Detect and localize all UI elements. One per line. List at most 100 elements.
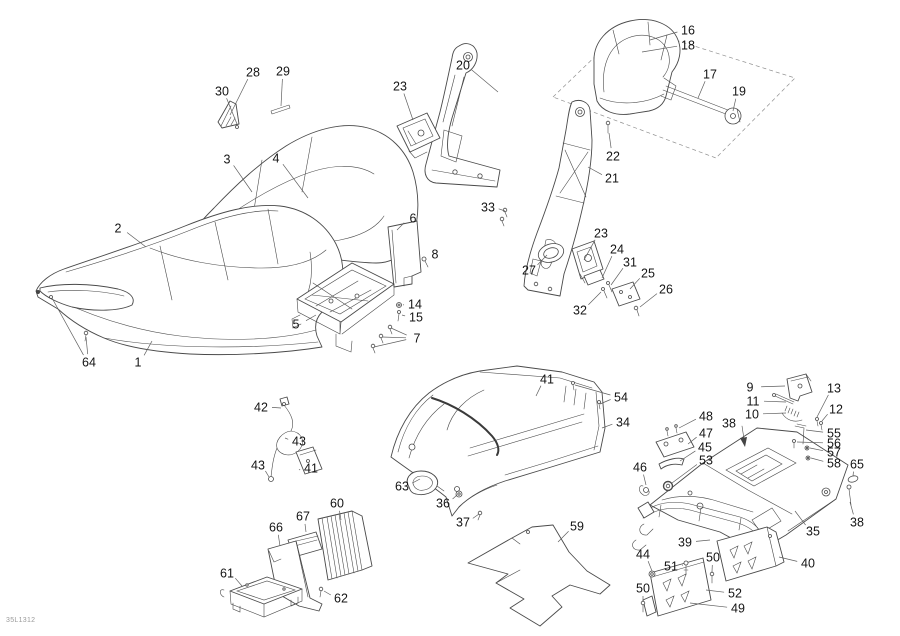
callout-24-19: 24 bbox=[610, 243, 624, 257]
small-hardware-right-segment-segment bbox=[847, 475, 859, 483]
mid-fasteners-segment bbox=[572, 384, 575, 391]
leader-line-55 bbox=[805, 429, 824, 433]
leader-line-59 bbox=[557, 530, 569, 543]
leader-line-16 bbox=[649, 31, 678, 41]
tunnel-base-segment bbox=[504, 445, 599, 476]
alignment-dashed-outline bbox=[552, 24, 796, 159]
release-latch-cluster-segment bbox=[633, 305, 639, 311]
callout-26-22: 26 bbox=[659, 283, 673, 297]
callout-63-37: 63 bbox=[395, 480, 409, 494]
latch-bracket-top-segment bbox=[417, 129, 425, 137]
small-hardware-right-segment bbox=[666, 430, 669, 437]
mid-fasteners-segment bbox=[499, 216, 505, 222]
callout-9-41: 9 bbox=[747, 381, 754, 395]
leader-line-13 bbox=[816, 394, 829, 418]
callout-23-3: 23 bbox=[393, 80, 407, 94]
mid-fasteners-segment bbox=[502, 207, 508, 213]
small-hardware-right-segment bbox=[675, 427, 678, 434]
rear-chassis-plate bbox=[649, 427, 849, 553]
callout-60-67: 60 bbox=[330, 497, 344, 511]
mid-fasteners-segment bbox=[83, 330, 89, 336]
callout-8-16: 8 bbox=[432, 248, 439, 262]
leader-line-28 bbox=[229, 78, 249, 116]
callout-66-69: 66 bbox=[269, 521, 283, 535]
mid-fasteners-segment bbox=[477, 514, 481, 521]
callout-36-38: 36 bbox=[436, 497, 450, 511]
callout-40-63: 40 bbox=[801, 557, 815, 571]
backrest-rod-segment bbox=[736, 108, 741, 123]
support-bracket-left-segment bbox=[440, 129, 463, 163]
rear-chassis-plate-segment bbox=[687, 490, 693, 496]
mid-fasteners-segment bbox=[380, 337, 384, 344]
foot-bracket-49-segment bbox=[651, 561, 705, 578]
leader-line-21 bbox=[587, 166, 603, 176]
small-hardware-right-segment bbox=[683, 564, 689, 576]
callout-43-35: 43 bbox=[251, 459, 265, 473]
mount-plate-cluster-segment bbox=[655, 431, 695, 458]
callout-37-39: 37 bbox=[456, 516, 470, 530]
small-hardware-right-segment bbox=[848, 488, 852, 506]
pin-and-spring-segment bbox=[781, 412, 803, 422]
tunnel-base-segment bbox=[397, 394, 434, 453]
leader-line-41 bbox=[298, 469, 301, 471]
floor-mat-segment bbox=[495, 537, 521, 584]
support-bracket-left-segment bbox=[465, 54, 471, 60]
release-latch-cluster-segment bbox=[636, 309, 640, 317]
callout-49-66: 49 bbox=[731, 602, 745, 616]
mid-fasteners-segment bbox=[424, 260, 429, 268]
callout-15-25: 15 bbox=[409, 311, 423, 325]
callout-35-57: 35 bbox=[806, 525, 820, 539]
direction-arrow-38-segment bbox=[741, 425, 745, 440]
rivet-30-segment bbox=[235, 125, 239, 129]
seat-cushion-segment bbox=[159, 208, 312, 301]
leader-line-54 bbox=[599, 399, 611, 405]
mid-fasteners-segment bbox=[319, 590, 322, 598]
pin-and-spring-segment bbox=[772, 393, 776, 397]
support-bracket-left bbox=[424, 43, 501, 188]
cable-assembly-segment bbox=[283, 404, 294, 432]
callout-42-33: 42 bbox=[254, 401, 268, 415]
leader-line-10 bbox=[762, 412, 787, 415]
pin-and-spring-segment bbox=[784, 405, 800, 418]
mid-fasteners-segment bbox=[397, 313, 400, 322]
callout-61-70: 61 bbox=[220, 567, 234, 581]
callout-58-55: 58 bbox=[827, 457, 841, 471]
leader-line-49 bbox=[689, 602, 728, 608]
callout-39-59: 39 bbox=[678, 536, 692, 550]
callout-53-50: 53 bbox=[699, 454, 713, 468]
release-latch-cluster-segment bbox=[579, 273, 586, 284]
alignment-dashed-outline-segment bbox=[552, 24, 796, 159]
leader-line-43 bbox=[284, 437, 289, 440]
small-hardware-right-segment bbox=[847, 475, 859, 483]
callout-28-1: 28 bbox=[246, 66, 260, 80]
storage-tray-segment bbox=[229, 588, 303, 618]
callout-59-40: 59 bbox=[570, 520, 584, 534]
callout-10-43: 10 bbox=[745, 408, 759, 422]
mid-fasteners-segment bbox=[501, 220, 505, 227]
vent-grille bbox=[317, 510, 373, 581]
backrest-rod bbox=[662, 85, 742, 125]
mount-plate-cluster-segment bbox=[643, 487, 649, 493]
cable-assembly-segment bbox=[306, 459, 310, 463]
callout-33-13: 33 bbox=[481, 201, 495, 215]
small-hardware-right-segment bbox=[816, 420, 819, 427]
callout-65-56: 65 bbox=[850, 458, 864, 472]
callout-30-0: 30 bbox=[215, 85, 229, 99]
leader-line-23 bbox=[403, 93, 414, 121]
callout-23-18: 23 bbox=[594, 227, 608, 241]
leader-line-2 bbox=[126, 232, 147, 248]
leader-line-31 bbox=[610, 267, 624, 286]
leader-line-64 bbox=[51, 297, 84, 356]
tunnel-base-segment bbox=[408, 403, 445, 459]
leader-line-22 bbox=[608, 132, 612, 149]
mount-plate-cluster bbox=[639, 431, 695, 496]
small-hardware-right-segment bbox=[683, 560, 689, 566]
callout-41-30: 41 bbox=[540, 373, 554, 387]
rear-chassis-plate-segment bbox=[702, 462, 793, 515]
cable-assembly-segment bbox=[282, 402, 286, 406]
leader-line-7 bbox=[373, 339, 407, 348]
support-bracket-right bbox=[523, 99, 593, 297]
seat-base-frame-segment bbox=[291, 314, 353, 353]
small-hardware-right-segment bbox=[820, 424, 823, 431]
